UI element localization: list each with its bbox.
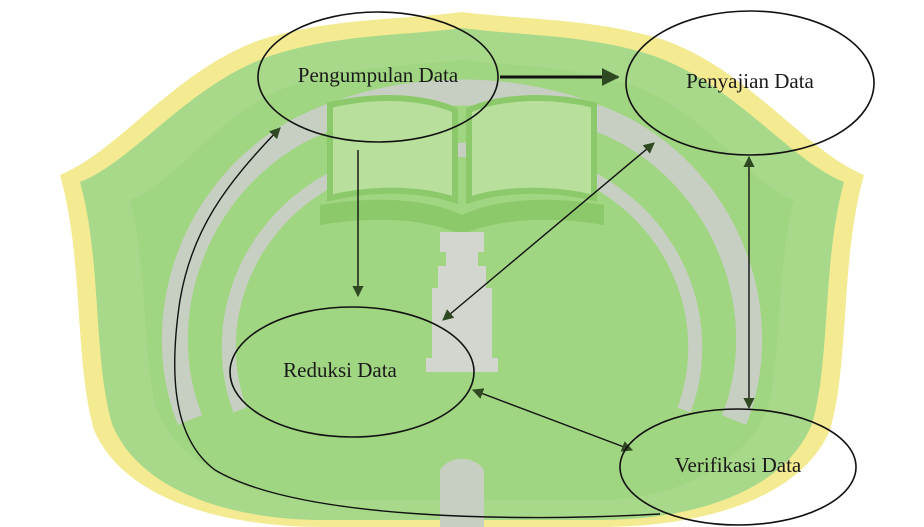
edge-reduksi-penyajian bbox=[442, 142, 655, 321]
node-verifikasi-data: Verifikasi Data bbox=[619, 408, 857, 526]
node-shape bbox=[625, 10, 875, 156]
seal-bottom-ornament bbox=[440, 458, 484, 527]
node-penyajian-data: Penyajian Data bbox=[625, 10, 875, 156]
edge-reduksi-verifikasi bbox=[471, 388, 634, 452]
node-shape bbox=[257, 11, 499, 143]
node-shape bbox=[229, 306, 475, 438]
node-label: Verifikasi Data bbox=[675, 453, 802, 477]
node-label: Pengumpulan Data bbox=[298, 63, 459, 87]
node-shape bbox=[619, 408, 857, 526]
node-label: Reduksi Data bbox=[283, 358, 397, 382]
edge-verifikasi-to-pengumpulan bbox=[173, 127, 661, 519]
seal-ring-outer bbox=[161, 79, 763, 425]
seal-book-right bbox=[466, 95, 597, 205]
node-label: Penyajian Data bbox=[686, 69, 814, 93]
node-reduksi-data: Reduksi Data bbox=[229, 306, 475, 438]
node-pengumpulan-data: Pengumpulan Data bbox=[257, 11, 499, 143]
seal-book-left bbox=[327, 95, 458, 205]
